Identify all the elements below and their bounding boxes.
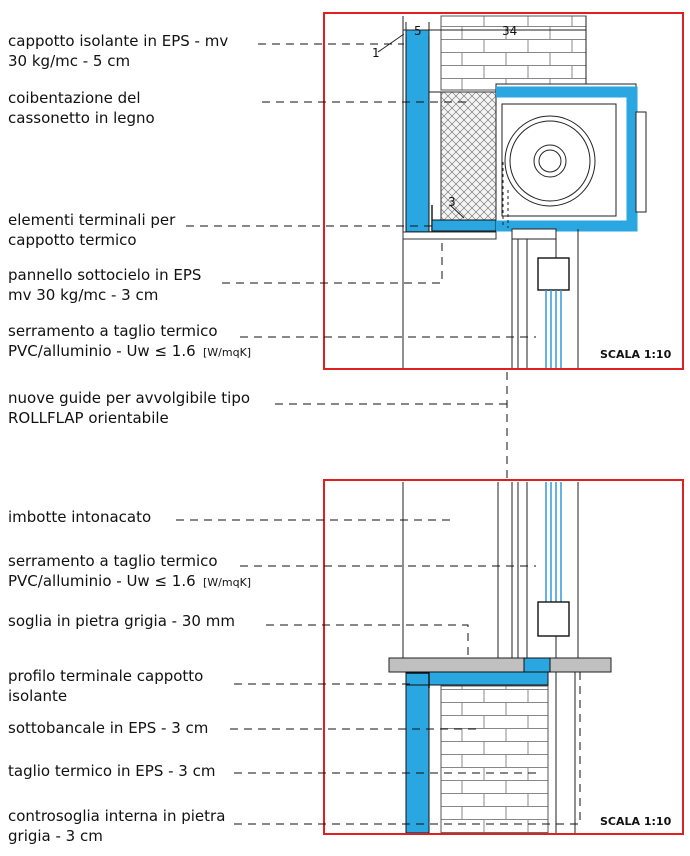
dim-34: 34 [502,24,517,38]
window-sash-bottom [537,601,570,637]
label-4-line-2: mv 30 kg/mc - 3 cm [8,286,158,304]
label-10-line-2: isolante [8,687,67,705]
dim-5: 5 [414,24,422,38]
roller-axle-inner [538,149,562,173]
label-5-line-2: PVC/alluminio - Uw ≤ 1.6 [8,342,196,360]
roller-box-insulation [496,86,638,232]
labels: cappotto isolante in EPS - mv 30 kg/mc -… [8,32,251,845]
label-12: taglio termico in EPS - 3 cm [8,762,215,780]
stone-sill [388,657,612,673]
label-8-line-1: serramento a taglio termico [8,552,218,570]
label-10-line-1: profilo terminale cappotto [8,667,203,685]
label-1-line-1: cappotto isolante in EPS - mv [8,32,228,50]
label-6-line-1: nuove guide per avvolgibile tipo [8,389,250,407]
leader-4 [222,240,443,284]
detail-frame-bottom [323,479,684,835]
label-11: sottobancale in EPS - 3 cm [8,719,208,737]
box-insulation-hatched [440,91,497,221]
label-3-line-1: elementi terminali per [8,211,176,229]
eps-insulation-coat-b [405,684,430,834]
scale-label-bottom: SCALA 1:10 [600,815,672,828]
label-3-line-2: cappotto termico [8,231,137,249]
label-7: imbotte intonacato [8,508,151,526]
label-4-line-1: pannello sottocielo in EPS [8,266,201,284]
leader-lines [176,43,581,825]
label-5-unit: [W/mqK] [203,346,251,359]
plaster-strip [402,231,497,240]
roller-drum-inner [509,120,591,202]
detail-frame-top [323,12,684,370]
under-sill-eps [405,671,549,686]
dim-leader-3 [449,204,465,219]
dim-3: 3 [448,195,456,209]
top-detail: 5 34 1 3 SCALA 1:10 [323,12,684,370]
label-6-line-2: ROLLFLAP orientabile [8,409,169,427]
label-1-line-2: 30 kg/mc - 5 cm [8,52,130,70]
under-ceiling-eps-panel [431,219,497,232]
terminal-profile [406,672,430,688]
dim-1: 1 [372,46,380,60]
brick-wall-b [440,685,549,834]
window-head [511,228,557,240]
label-5-line-1: serramento a taglio termico [8,322,218,340]
bottom-detail: SCALA 1:10 [323,479,684,835]
roller-box-cover [635,111,647,213]
label-8-line-2: PVC/alluminio - Uw ≤ 1.6 [8,572,196,590]
eps-insulation-coat [405,29,430,233]
leader-9 [266,624,469,660]
label-8-unit: [W/mqK] [203,576,251,589]
label-13-line-1: controsoglia interna in pietra [8,807,225,825]
window-sash [537,257,570,291]
shutter-guide-dash [502,162,509,228]
label-2-line-1: coibentazione del [8,89,141,107]
leader-13 [234,672,581,825]
scale-label-top: SCALA 1:10 [600,348,672,361]
label-9: soglia in pietra grigia - 30 mm [8,612,235,630]
label-2-line-2: cassonetto in legno [8,109,155,127]
thermal-break-eps [523,657,551,673]
dim-leader-1 [377,33,405,53]
label-13-line-2: grigia - 3 cm [8,827,103,845]
